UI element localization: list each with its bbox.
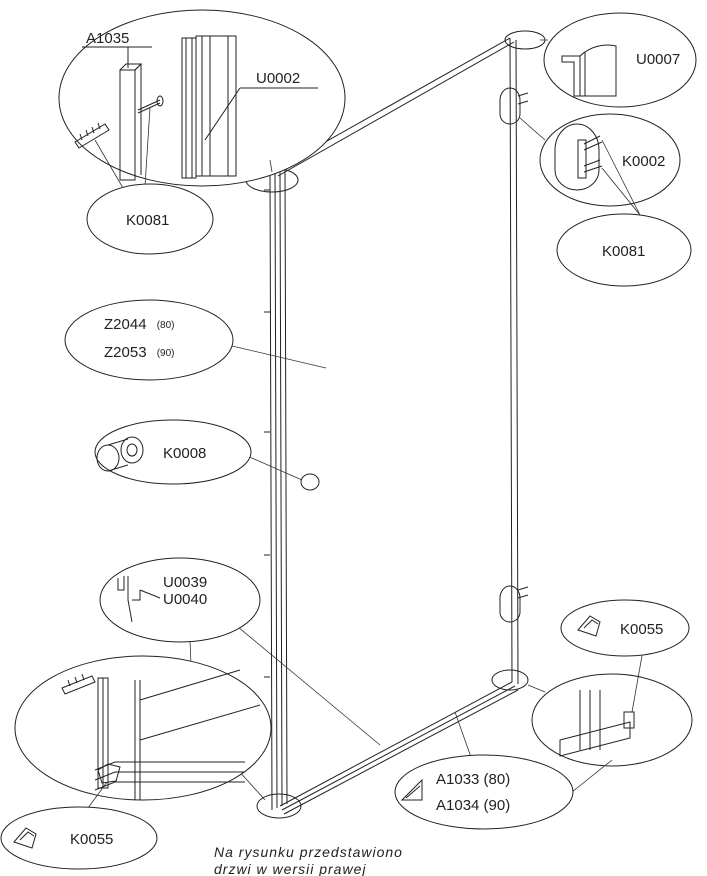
screw-icon	[137, 95, 164, 114]
detail-bottom-left	[14, 655, 272, 801]
label-k0055-right: K0055	[620, 621, 663, 638]
hinge-icon	[554, 123, 603, 191]
callout-bottom-profile: A1033 (80) A1034 (90)	[394, 711, 574, 830]
knob-icon	[96, 436, 144, 472]
note-line-2: drzwi w wersii prawej	[214, 861, 366, 876]
svg-text:Z2044 (80): Z2044 (80)	[104, 316, 175, 333]
end-cap-icon	[577, 615, 601, 637]
callout-k0081-right: K0081	[556, 139, 692, 287]
label-k0081-right: K0081	[602, 243, 645, 260]
door-knob	[300, 473, 320, 491]
detail-hinge: K0002	[519, 113, 681, 207]
end-cap-icon	[13, 827, 37, 849]
label-u0002: U0002	[256, 70, 300, 87]
bottom-right-detail-marker	[491, 669, 529, 691]
lower-hinge	[499, 585, 529, 623]
top-right-detail-marker	[504, 30, 546, 50]
callout-glass: Z2044 (80) Z2053 (90)	[64, 299, 327, 381]
label-z2044-size: (80)	[157, 320, 175, 331]
callout-gasket: U0039 U0040	[99, 557, 381, 746]
wall-plug-icon	[74, 122, 110, 149]
label-u0039: U0039	[163, 574, 207, 591]
label-z2044: Z2044	[104, 316, 147, 333]
label-u0040: U0040	[163, 591, 207, 608]
label-a1034: A1034 (90)	[436, 797, 510, 814]
label-k0081-left: K0081	[126, 212, 169, 229]
label-k0008: K0008	[163, 445, 206, 462]
callout-k0055-left: K0055	[0, 781, 158, 870]
detail-top-right: U0007	[540, 12, 697, 108]
callout-knob: K0008	[94, 419, 303, 485]
label-z2053: Z2053	[104, 344, 147, 361]
label-k0055-left: K0055	[70, 831, 113, 848]
detail-top-left: A1035 U0002	[58, 9, 346, 187]
label-a1033: A1033 (80)	[436, 771, 510, 788]
callout-k0081-left: K0081	[86, 107, 214, 255]
label-u0007: U0007	[636, 51, 680, 68]
callout-k0055-right: K0055	[560, 599, 690, 713]
note-line-1: Na rysunku przedstawiono	[214, 844, 403, 860]
label-z2053-size: (90)	[157, 348, 175, 359]
detail-bottom-right	[527, 673, 693, 801]
label-a1035: A1035	[86, 30, 129, 47]
label-k0002: K0002	[622, 153, 665, 170]
end-cap-icon	[97, 763, 121, 784]
upper-hinge	[499, 87, 529, 125]
door-panel	[264, 37, 519, 815]
wall-plug-icon	[61, 673, 96, 695]
svg-text:Z2053 (90): Z2053 (90)	[104, 344, 175, 361]
bottom-left-detail-marker	[256, 793, 302, 819]
gasket-profile-icon	[117, 576, 161, 623]
